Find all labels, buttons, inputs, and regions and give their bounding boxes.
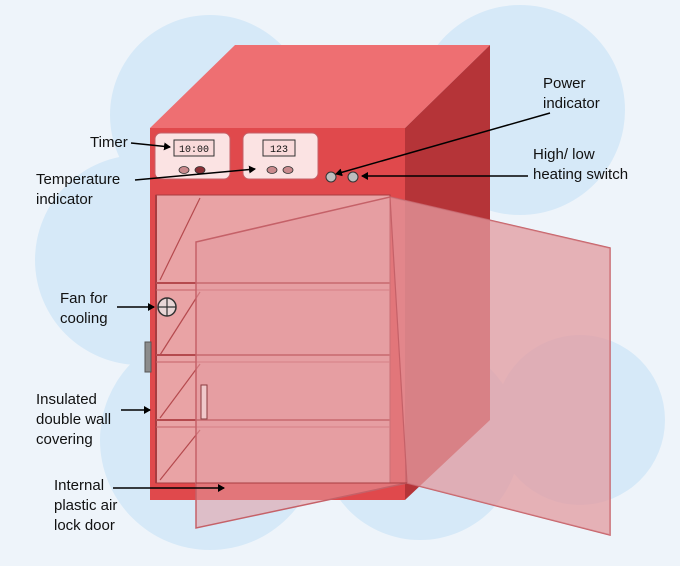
- fan-icon: [157, 297, 177, 317]
- insulated-label-line: covering: [36, 431, 93, 448]
- power-indicator-light: [325, 171, 337, 183]
- switch-label-line: heating switch: [533, 166, 629, 183]
- timer-knob: [194, 166, 206, 174]
- switch-label: High/ low heating switch: [533, 145, 628, 185]
- timer-arrow: [130, 142, 171, 151]
- switch-label-line: High/ low: [533, 146, 595, 163]
- insulated-label: Insulated double wall covering: [36, 390, 111, 450]
- temperature-label: Temperature indicator: [36, 170, 120, 210]
- door-label: Internal plastic air lock door: [54, 476, 117, 536]
- temperature-readout: 123: [270, 145, 288, 156]
- timer-panel: 10:00: [154, 132, 231, 180]
- temperature-label-line: Temperature: [36, 171, 121, 188]
- heating-switch-knob: [347, 171, 359, 183]
- temperature-arrow: [134, 165, 256, 181]
- temperature-knob: [266, 166, 278, 174]
- temperature-panel: 123: [242, 132, 319, 180]
- power-label-line: Power: [543, 75, 586, 92]
- temperature-knob: [282, 166, 294, 174]
- power-arrow: [335, 112, 551, 177]
- leader-arrows: [113, 112, 551, 492]
- power-label-line: indicator: [543, 95, 600, 112]
- timer-label: Timer: [90, 133, 128, 153]
- door-handle: [200, 384, 208, 420]
- timer-readout: 10:00: [179, 145, 209, 156]
- timer-display: [173, 139, 215, 157]
- temperature-display: [262, 139, 296, 157]
- fan-label-line: Fan for: [60, 290, 108, 307]
- air-lock-door: [195, 196, 611, 536]
- hinge: [144, 341, 152, 373]
- door-label-line: lock door: [54, 517, 115, 534]
- fan-label-line: cooling: [60, 310, 108, 327]
- door-label-line: plastic air: [54, 497, 118, 514]
- power-label: Power indicator: [543, 74, 600, 114]
- door-label-line: Internal: [54, 477, 105, 494]
- temperature-label-line: indicator: [36, 191, 93, 208]
- cabinet-top: [150, 45, 490, 128]
- insulated-label-line: Insulated: [36, 391, 97, 408]
- timer-label-line: Timer: [90, 134, 128, 151]
- insulated-label-line: double wall: [36, 411, 112, 428]
- timer-knob: [178, 166, 190, 174]
- fan-label: Fan for cooling: [60, 289, 108, 329]
